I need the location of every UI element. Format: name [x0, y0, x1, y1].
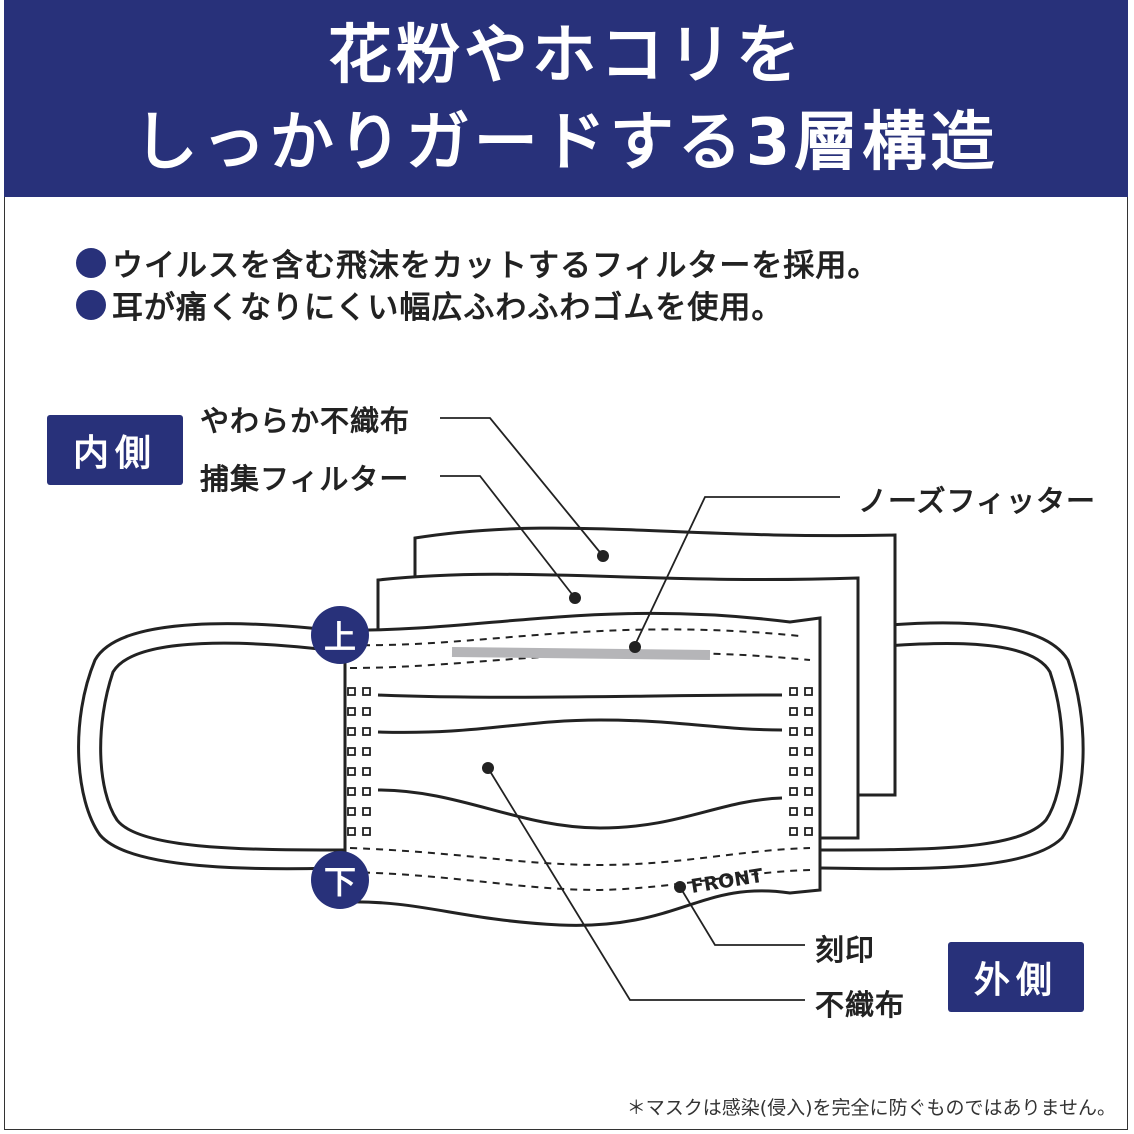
left-emboss-squares — [347, 687, 371, 836]
right-ear-loop-inner — [819, 642, 1064, 852]
label-nose-fitter: ノーズフィッター — [858, 484, 1096, 518]
bullet-item: 耳が痛くなりにくい幅広ふわふわゴムを使用。 — [76, 282, 783, 327]
nose-fitter-bar — [451, 647, 711, 660]
inner-side-badge: 内側 — [47, 415, 183, 485]
bullet-dot-icon — [76, 247, 106, 278]
label-capture-filter: 捕集フィルター — [200, 462, 410, 496]
label-engraving: 刻印 — [815, 933, 876, 967]
bullet-text: ウイルスを含む飛沫をカットするフィルターを採用。 — [112, 248, 880, 284]
label-soft-nonwoven: やわらか不織布 — [200, 404, 411, 438]
header-banner: 花粉やホコリを しっかりガードする3層構造 — [4, 0, 1128, 197]
pleat-line — [377, 693, 783, 699]
bottom-mark-badge: 下 — [311, 851, 369, 909]
headline-line2: しっかりガードする3層構造 — [133, 106, 999, 180]
front-nonwoven-layer — [343, 611, 822, 927]
leader-lines — [440, 417, 840, 1001]
right-ear-loop — [819, 621, 1085, 871]
pleat-line — [377, 788, 783, 830]
label-nonwoven: 不織布 — [815, 988, 906, 1022]
left-ear-loop-inner — [99, 641, 346, 852]
top-mark-badge: 上 — [311, 606, 369, 664]
headline-line1: 花粉やホコリを — [328, 19, 804, 93]
disclaimer-note: ＊マスクは感染(侵入)を完全に防ぐものではありません。 — [626, 1097, 1116, 1119]
leader-dots — [482, 550, 686, 893]
bottom-dashed-seam — [349, 847, 811, 892]
outer-side-badge: 外側 — [948, 942, 1084, 1012]
pleat-line — [377, 718, 783, 734]
right-emboss-squares — [789, 687, 813, 836]
bullet-text: 耳が痛くなりにくい幅広ふわふわゴムを使用。 — [112, 290, 784, 326]
bullet-dot-icon — [76, 289, 106, 320]
left-ear-loop — [77, 622, 346, 871]
bullet-item: ウイルスを含む飛沫をカットするフィルターを採用。 — [76, 240, 879, 285]
